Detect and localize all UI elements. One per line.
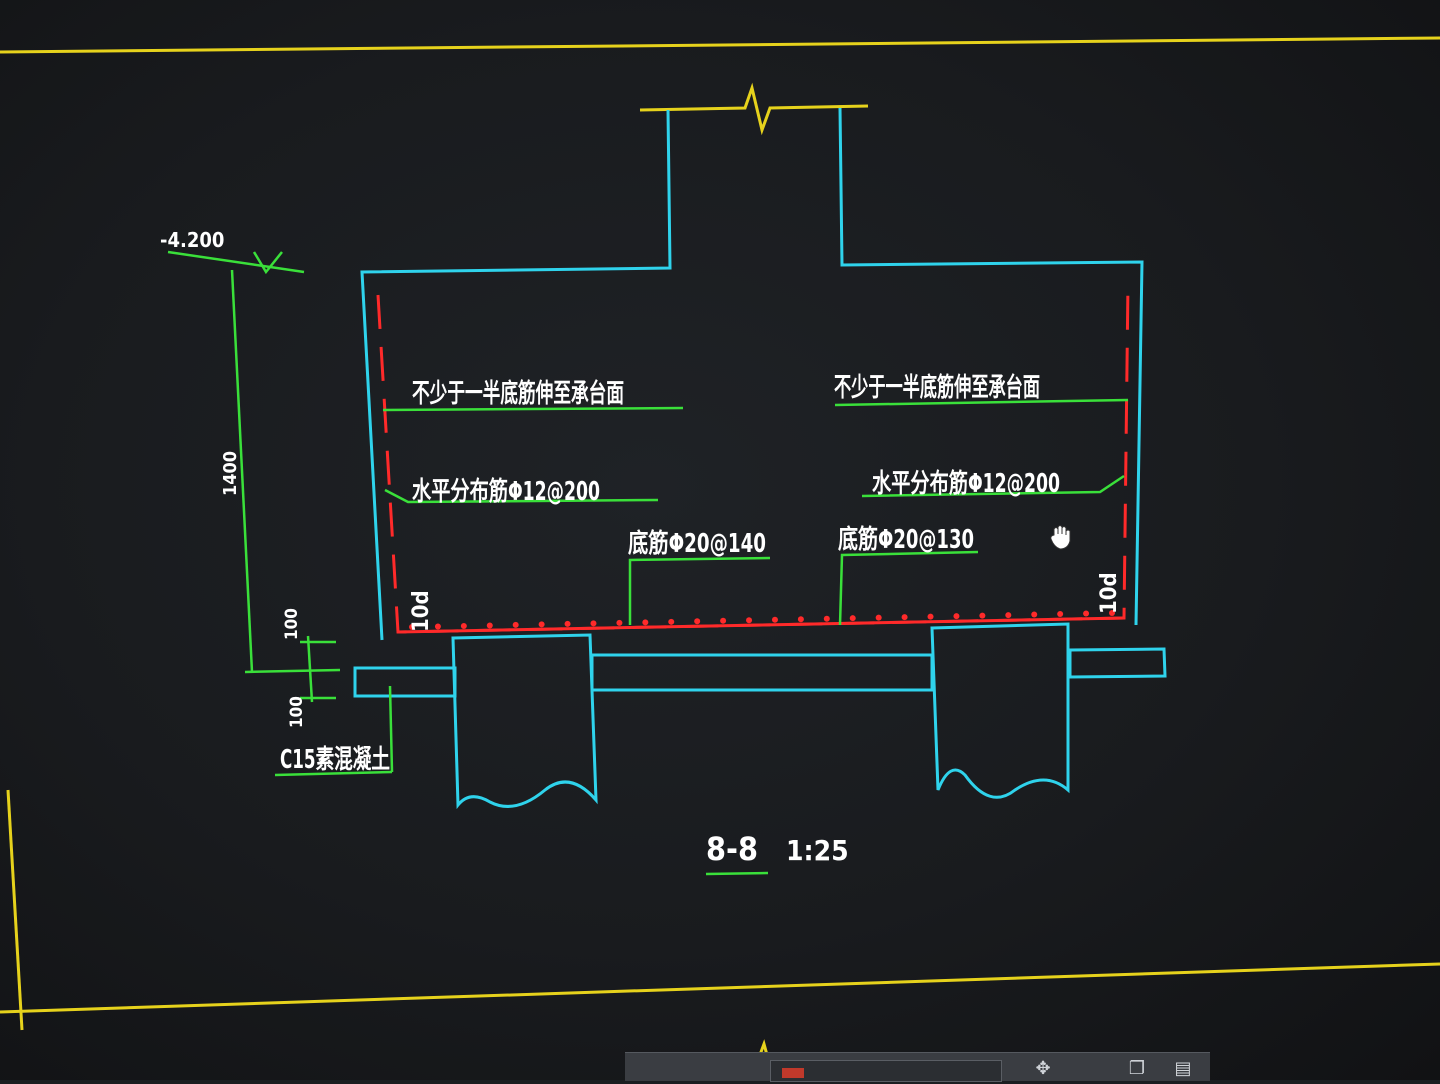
rebar-lines (376, 281, 1130, 634)
anchor-right-label: 10d (1097, 572, 1122, 614)
pan-cursor-icon (1050, 525, 1071, 550)
rebar-dot (849, 615, 856, 622)
rebar-dot (1083, 610, 1090, 617)
anchor-left-label: 10d (409, 590, 434, 632)
rebar-dot (797, 616, 804, 623)
move-icon[interactable]: ✥ (1035, 1058, 1051, 1079)
paste-icon[interactable]: ▤ (1174, 1058, 1192, 1079)
elevation-label: -4.200 (160, 228, 224, 252)
dim-100-top-label: 100 (282, 608, 302, 640)
column-stub (360, 82, 1144, 641)
rebar-dot (460, 622, 467, 629)
rebar-dot (538, 621, 545, 628)
rebar-dot (746, 617, 753, 624)
rebar-dot (979, 612, 986, 619)
dimension-lines (167, 250, 1129, 876)
rebar-dot (927, 613, 934, 620)
note-left-top: 不少于一半底筋伸至承台面 (412, 378, 624, 409)
rebar-horizontal-right-label: 水平分布筋Φ12@200 (872, 468, 1060, 499)
copy-icon[interactable]: ❐ (1128, 1058, 1146, 1079)
rebar-dot (1109, 610, 1115, 616)
rebar-dot (668, 618, 675, 625)
rebar-dot (720, 617, 727, 624)
rebar-dot (823, 615, 830, 622)
rebar-dot (434, 623, 441, 630)
rebar-dots (409, 610, 1115, 630)
layer-dropdown[interactable] (770, 1060, 1002, 1082)
rebar-dot (642, 619, 649, 626)
rebar-dot (875, 614, 882, 621)
rebar-dot (694, 618, 701, 625)
height-dimension-label: 1400 (220, 451, 241, 496)
rebar-dot (486, 622, 493, 629)
rebar-dot (901, 614, 908, 621)
rebar-dot (564, 620, 571, 627)
dim-100-bottom-label: 100 (287, 696, 307, 728)
drawing-labels: -4.200 1400 100 100 不少于一半底筋伸至承台面 不少于一半底筋… (160, 228, 1122, 868)
section-label: 8-8 (706, 830, 758, 868)
rebar-dot (1057, 611, 1064, 618)
note-right-top: 不少于一半底筋伸至承台面 (834, 372, 1040, 403)
layer-color-swatch (782, 1068, 804, 1078)
rebar-dot (409, 624, 415, 630)
drawing-frame (0, 36, 1440, 1031)
rebar-dot (771, 616, 778, 623)
rebar-dot (1005, 612, 1012, 619)
scale-label: 1:25 (786, 834, 849, 867)
rebar-dot (512, 621, 519, 628)
concrete-label: C15素混凝土 (280, 745, 390, 775)
rebar-dot (590, 620, 597, 627)
rebar-bottom-left-label: 底筋Φ20@140 (628, 528, 766, 559)
rebar-dot (953, 613, 960, 620)
rebar-horizontal-left-label: 水平分布筋Φ12@200 (412, 476, 600, 507)
rebar-dot (1031, 611, 1038, 618)
cushion-and-piles (353, 622, 1167, 810)
rebar-bottom-right-label: 底筋Φ20@130 (838, 524, 974, 555)
rebar-dot (616, 619, 623, 626)
